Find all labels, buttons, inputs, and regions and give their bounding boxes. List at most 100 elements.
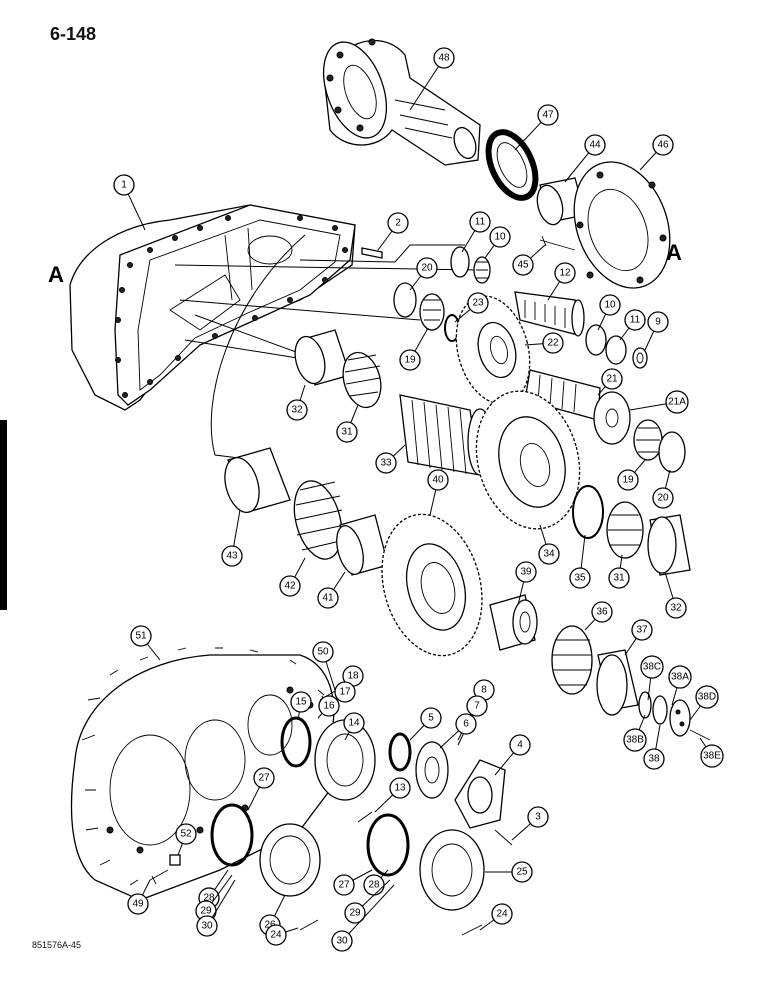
gear-40 (381, 513, 483, 657)
section-letter-a-left: A (48, 262, 64, 287)
callout-label: 29 (349, 908, 361, 919)
callout-35: 35 (569, 534, 591, 589)
bolt-24-right (461, 924, 483, 936)
callout-label: 30 (201, 921, 213, 932)
callout-circle (466, 695, 488, 717)
bolt-24-left (299, 919, 319, 931)
callout-label: 45 (517, 260, 529, 271)
callout-label: 38E (703, 751, 721, 762)
bearing-cone-36 (551, 625, 593, 695)
callout-label: 13 (394, 783, 406, 794)
callout-label: 11 (630, 315, 641, 326)
section-letter-a-right: A (666, 240, 682, 265)
snap-ring-35 (572, 485, 604, 539)
callout-label: 31 (341, 427, 353, 438)
callout-circle (399, 349, 421, 371)
gasket-6 (415, 741, 449, 799)
callout-label: 25 (516, 867, 528, 878)
callout-circle (665, 597, 687, 619)
callout-38a: 38A (668, 665, 692, 706)
callout-label: 28 (203, 893, 215, 904)
bearing-cup-32-right (647, 514, 691, 576)
callout-label: 44 (589, 140, 601, 151)
callout-11: 11 (619, 309, 646, 341)
callout-circle (489, 226, 511, 248)
callout-circle (286, 399, 308, 421)
callout-label: 36 (596, 607, 608, 618)
callout-label: 34 (543, 549, 555, 560)
callout-21a: 21A (629, 390, 689, 414)
callout-circle (542, 332, 564, 354)
callout-label: 52 (180, 829, 192, 840)
callout-label: 12 (559, 268, 571, 279)
callout-20: 20 (652, 469, 674, 509)
callout-label: 16 (323, 701, 335, 712)
callout-38: 38 (643, 724, 665, 770)
callout-label: 21 (606, 374, 618, 385)
cover-14 (314, 719, 376, 801)
callout-label: 43 (226, 551, 238, 562)
bolt-45 (539, 235, 576, 251)
callout-label: 3 (535, 812, 541, 823)
callout-label: 21A (668, 397, 686, 408)
callout-circle (617, 469, 639, 491)
callout-circle (467, 292, 489, 314)
callout-44: 44 (564, 134, 606, 183)
callout-label: 2 (395, 218, 401, 229)
callout-label: 18 (347, 671, 359, 682)
callout-circle (331, 930, 353, 952)
spacer-ring-41 (336, 514, 389, 576)
callout-label: 47 (542, 110, 554, 121)
callout-30: 30 (196, 879, 236, 937)
callout-circle (695, 685, 719, 709)
callout-circle (512, 254, 534, 276)
callout-label: 4 (517, 740, 523, 751)
callout-29: 29 (344, 879, 391, 924)
bearing-cone-19-upper (419, 293, 445, 331)
callout-circle (599, 294, 621, 316)
callout-label: 24 (270, 930, 282, 941)
callout-label: 24 (496, 909, 508, 920)
bearing-cup-37 (596, 649, 639, 716)
oil-seal (485, 129, 539, 201)
o-ring-5 (388, 732, 412, 772)
binding-edge-bar (0, 420, 7, 610)
callout-10: 10 (597, 294, 621, 331)
bearing-cup-32-upper (294, 329, 351, 386)
callout-circle (665, 390, 689, 414)
callout-circle (668, 665, 692, 689)
callout-label: 40 (432, 475, 444, 486)
callout-label: 22 (547, 338, 559, 349)
callout-circle (631, 619, 653, 641)
callout-label: 28 (368, 880, 380, 891)
callout-label: 1 (121, 180, 127, 191)
bearing-cone-31-right (606, 501, 644, 559)
bearing-cover (573, 161, 671, 289)
callout-label: 39 (520, 567, 532, 578)
callout-43: 43 (221, 509, 243, 567)
callout-circle (643, 748, 665, 770)
callout-2: 2 (377, 212, 409, 251)
callout-label: 49 (132, 899, 144, 910)
housing-bolt-holes (115, 215, 348, 398)
callout-13: 13 (374, 777, 411, 813)
callout-38c: 38C (640, 655, 664, 701)
callout-11: 11 (461, 211, 491, 253)
right-bearing-set (585, 324, 648, 369)
callout-circle (389, 777, 411, 799)
callout-circle (344, 902, 366, 924)
callout-label: 20 (421, 263, 433, 274)
callout-12: 12 (547, 262, 576, 301)
bearing-19-right (633, 419, 663, 461)
callout-label: 10 (494, 232, 506, 243)
callout-label: 14 (348, 718, 360, 729)
page-number: 6-148 (50, 24, 97, 44)
callout-51: 51 (130, 625, 161, 661)
callout-circle (538, 543, 560, 565)
plug-52 (169, 854, 181, 866)
callout-30: 30 (331, 884, 395, 952)
callout-label: 33 (380, 458, 392, 469)
callout-label: 20 (657, 493, 669, 504)
callout-circle (433, 47, 455, 69)
